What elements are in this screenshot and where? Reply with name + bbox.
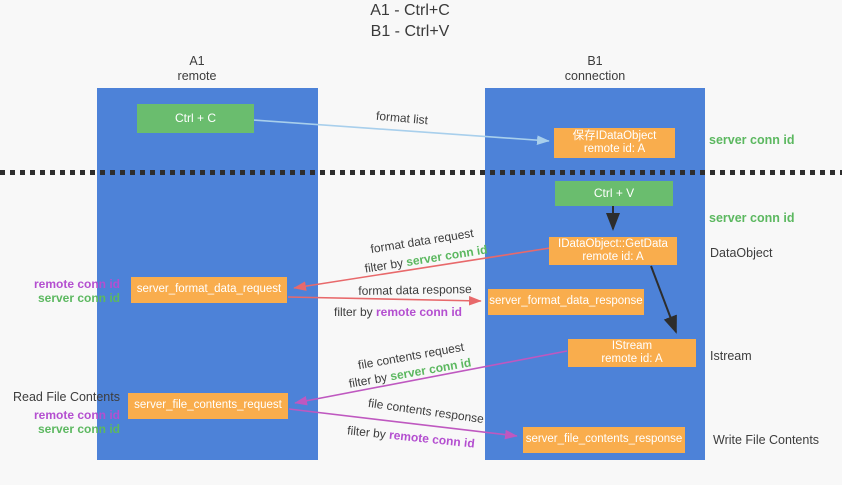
node-save-idataobject-title: 保存IDataObject [572, 129, 657, 142]
node-server-format-data-response: server_format_data_response [488, 289, 644, 315]
dotted-divider-line [0, 170, 842, 175]
node-file-request-label: server_file_contents_request [134, 399, 282, 412]
left-label-server-conn-id-2: server conn id [37, 422, 120, 436]
node-ctrl-c-label: Ctrl + C [174, 110, 216, 125]
format-data-response-arrow [287, 295, 482, 306]
node-file-response-label: server_file_contents_response [525, 433, 683, 446]
right-label-istream: Istream [710, 349, 752, 363]
left-label-remote-conn-id-1: remote conn id [33, 277, 120, 291]
left-label-read-file-contents: Read File Contents [12, 390, 120, 404]
node-save-idataobject-remote-id: remote id: A [583, 143, 646, 155]
node-ctrl-c: Ctrl + C [137, 104, 254, 133]
title-line-paste: B1 - Ctrl+V [370, 23, 450, 40]
lane-b1-role: connection [564, 69, 626, 83]
format-list-arrow [252, 119, 550, 145]
file-contents-response-arrow [288, 408, 518, 440]
node-idataobject-getdata: IDataObject::GetData remote id: A [549, 237, 677, 265]
label-format-data-response: format data response [358, 282, 472, 298]
node-ctrl-v-label: Ctrl + V [593, 185, 635, 200]
left-label-remote-conn-id-2: remote conn id [33, 408, 120, 422]
node-getdata-remote-id: remote id: A [582, 251, 644, 263]
node-istream-title: IStream [611, 339, 653, 352]
left-label-server-conn-id-1: server conn id [37, 291, 120, 305]
right-label-dataobject: DataObject [710, 246, 773, 260]
node-istream-remote-id: remote id: A [601, 353, 663, 365]
node-getdata-title: IDataObject::GetData [558, 237, 668, 250]
format-data-request-arrow [293, 247, 551, 291]
node-server-file-contents-response: server_file_contents_response [523, 427, 685, 453]
lane-a1-name: A1 [189, 54, 205, 68]
node-istream: IStream remote id: A [568, 339, 696, 367]
remote-conn-id-text: remote conn id [376, 305, 463, 319]
file-contents-request-arrow [294, 350, 568, 406]
lane-header-a1: A1 remote [97, 54, 297, 84]
node-save-idataobject: 保存IDataObject remote id: A [554, 128, 675, 158]
lane-b1-name: B1 [587, 54, 603, 68]
lane-header-b1: B1 connection [495, 54, 695, 84]
diagram-title: A1 - Ctrl+C B1 - Ctrl+V [0, 0, 820, 42]
lane-a1-role: remote [177, 69, 217, 83]
label-filter-by-remote-conn-id-1: filter by remote conn id [334, 305, 462, 319]
left-conn-id-pair-format: remote conn id server conn id [0, 277, 120, 305]
getdata-to-istream-arrow [650, 265, 677, 334]
filter-by-text: filter by [333, 305, 376, 319]
node-ctrl-v: Ctrl + V [555, 181, 673, 206]
node-format-response-label: server_format_data_response [489, 295, 643, 308]
right-label-write-file-contents: Write File Contents [713, 433, 820, 447]
node-server-file-contents-request: server_file_contents_request [128, 393, 288, 419]
left-conn-id-pair-file: remote conn id server conn id [0, 408, 120, 436]
node-format-request-label: server_format_data_request [136, 283, 282, 296]
right-label-server-conn-id-top: server conn id [709, 133, 795, 147]
right-label-server-conn-id-mid: server conn id [709, 211, 795, 225]
title-line-copy: A1 - Ctrl+C [370, 2, 450, 19]
node-server-format-data-request: server_format_data_request [131, 277, 287, 303]
